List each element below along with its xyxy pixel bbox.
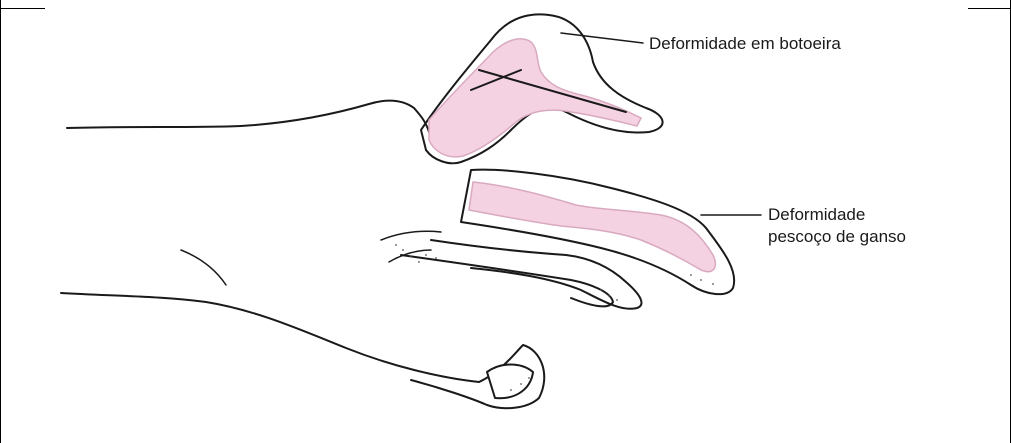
ring-finger-outline	[401, 255, 613, 306]
boutonniere-bone	[429, 39, 641, 157]
swan-neck-bone	[469, 182, 715, 272]
leader-line-boutonniere	[561, 33, 643, 43]
label-swan-neck-line1: Deformidade	[768, 204, 906, 226]
stipple-shading	[395, 244, 714, 391]
knuckle-shading	[181, 231, 441, 285]
hand-underside-outline	[61, 293, 479, 382]
thumb-nail	[487, 365, 533, 399]
hand-back-outline	[67, 101, 414, 128]
label-swan-neck-line2: pescoço de ganso	[768, 226, 906, 248]
label-swan-neck-deformity: Deformidade pescoço de ganso	[768, 204, 906, 248]
label-boutonniere-deformity: Deformidade em botoeira	[649, 33, 841, 55]
